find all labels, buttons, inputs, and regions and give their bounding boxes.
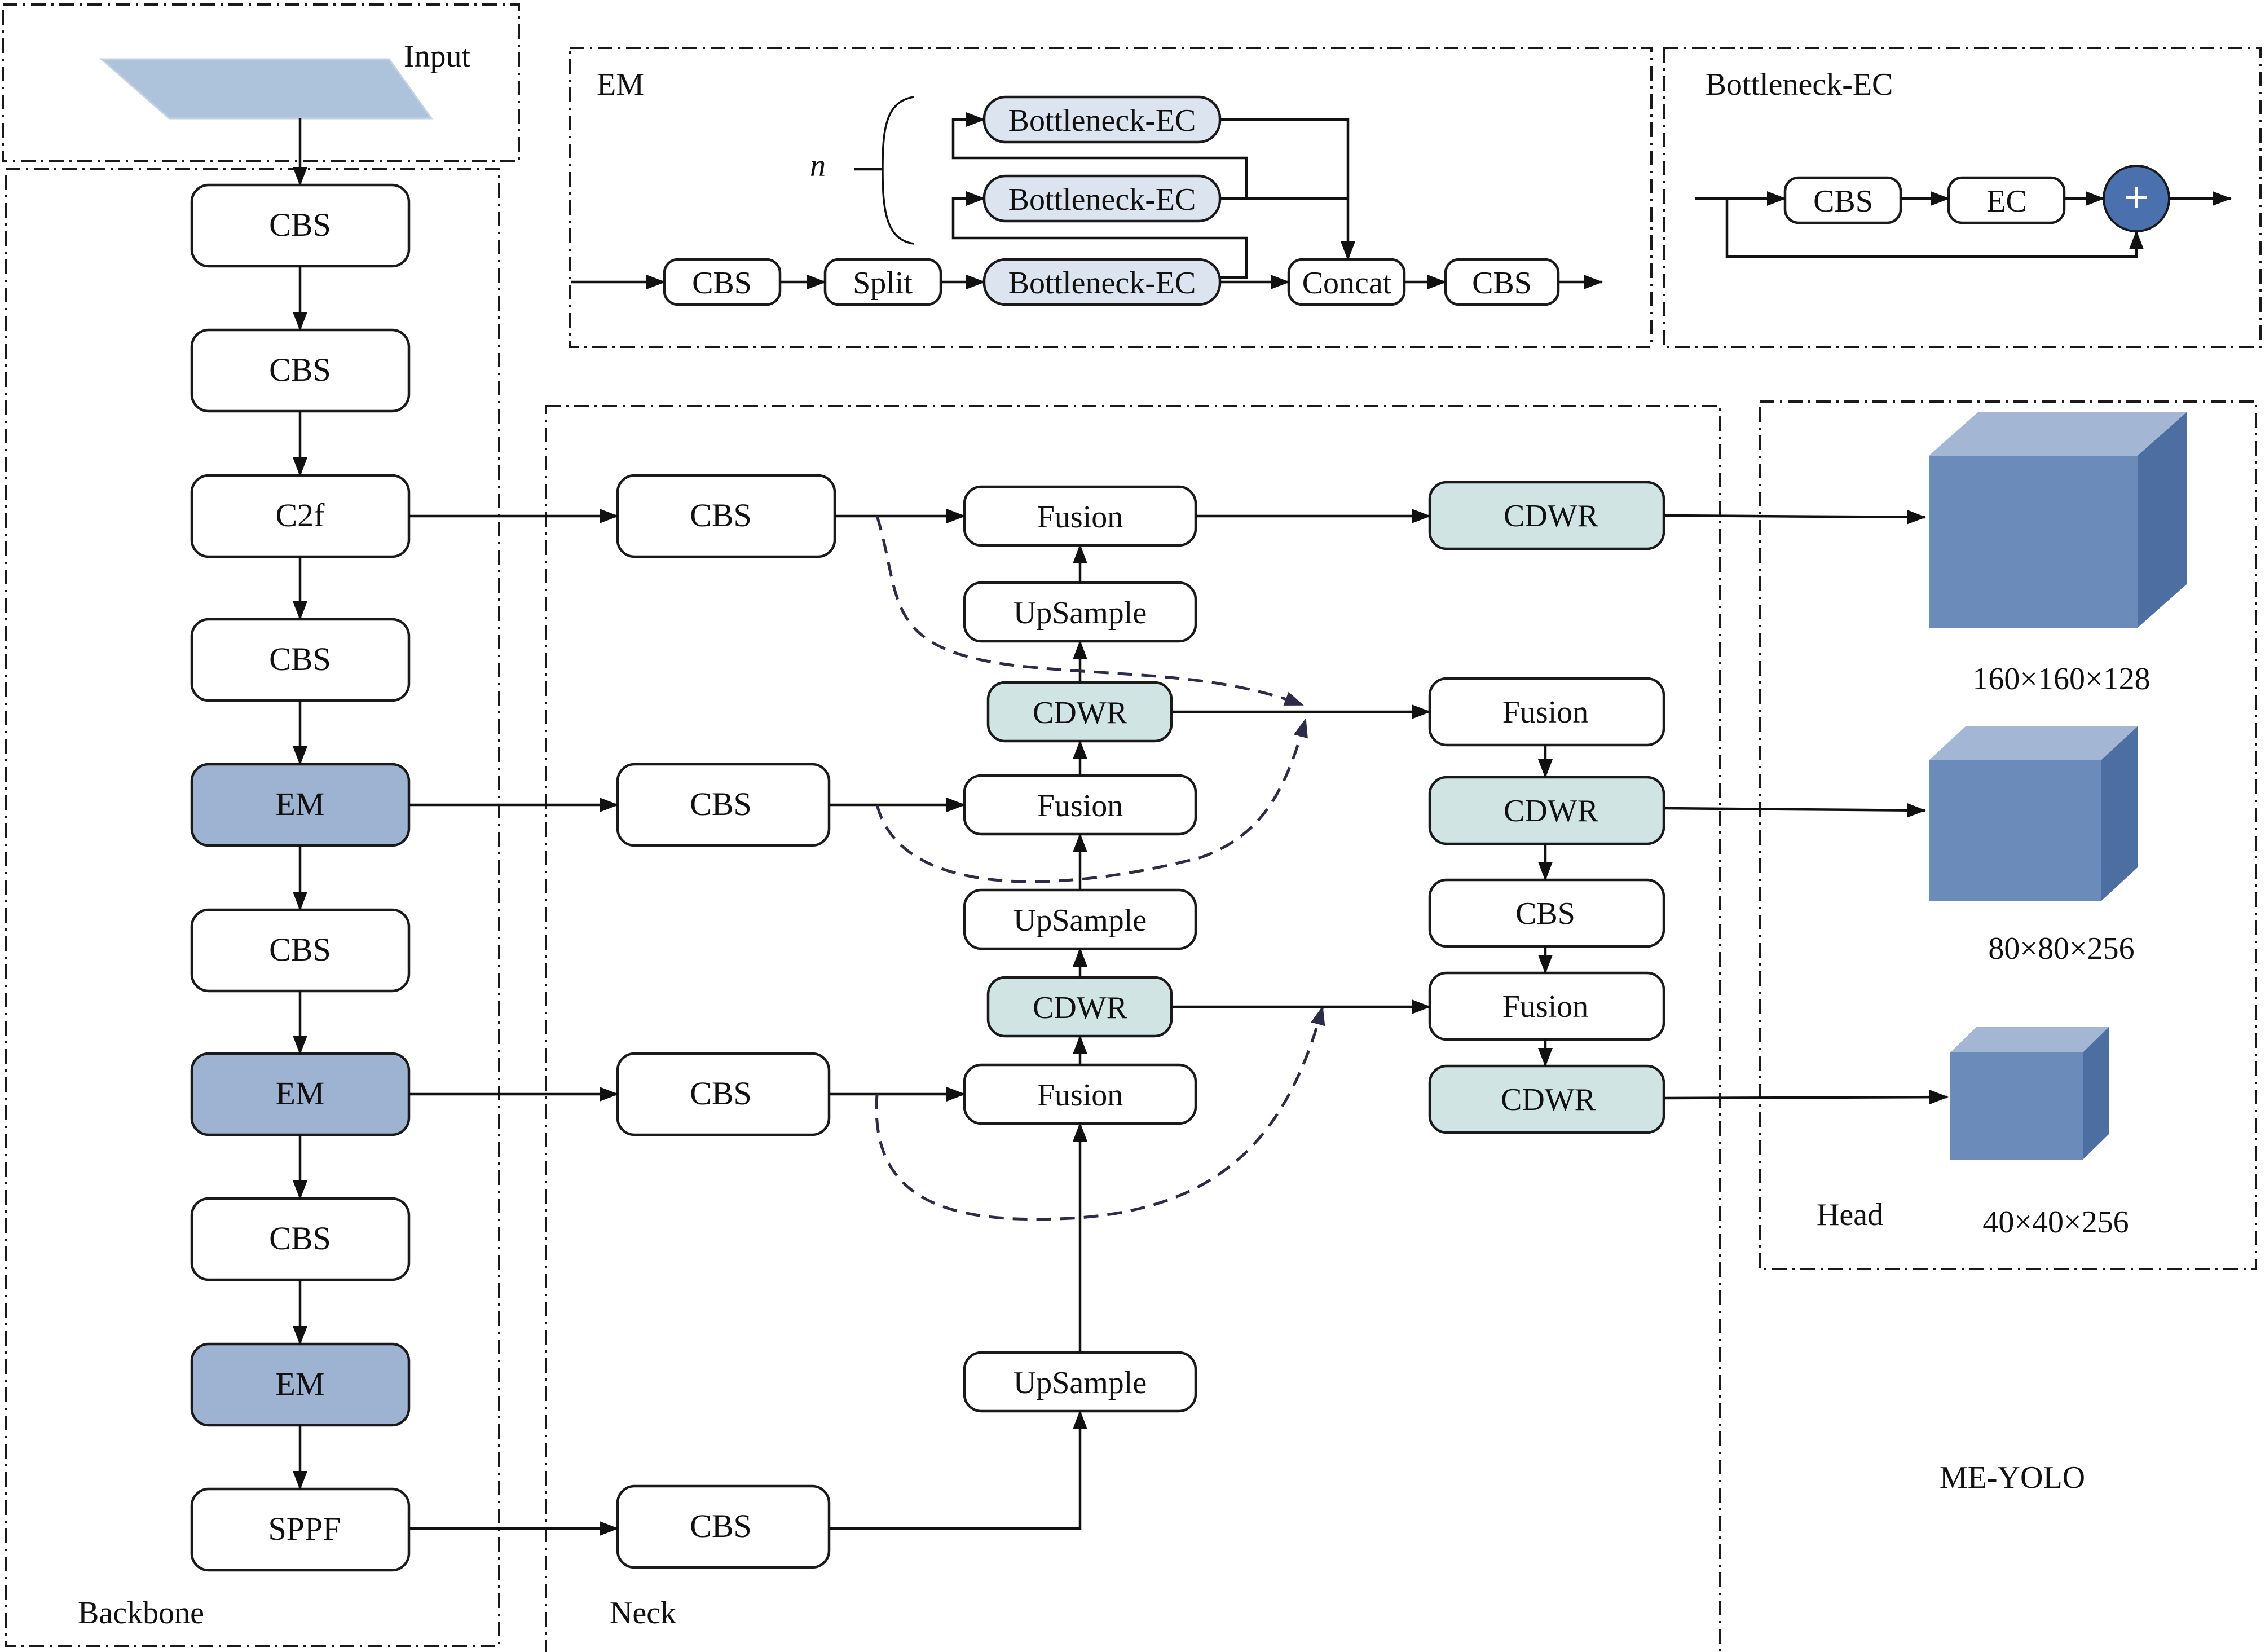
em-module-label: EM xyxy=(597,67,644,102)
diagram-title: ME-YOLO xyxy=(1940,1460,2085,1495)
head-output-size-label: 160×160×128 xyxy=(1972,662,2150,697)
skip-connection-dashed-arrow xyxy=(875,718,1308,883)
cube-side-face xyxy=(2083,1027,2109,1160)
bottleneck-module: CBS EC + xyxy=(1695,165,2232,258)
neck-out-cdwr-label: CDWR xyxy=(1504,499,1599,534)
em-bottleneck-label: Bottleneck-EC xyxy=(1008,182,1196,217)
backbone-frame xyxy=(5,168,500,1647)
em-bottleneck-label: Bottleneck-EC xyxy=(1008,266,1196,301)
backbone-block-label: C2f xyxy=(276,497,325,534)
neck-fusion-label: Fusion xyxy=(1037,788,1123,823)
em-module: n CBS Split Bottleneck-EC Bottleneck-EC … xyxy=(571,95,1603,306)
neck-frame xyxy=(545,405,1721,1652)
neck-to-head-arrow xyxy=(1663,509,1926,525)
head-frame xyxy=(1759,400,2257,1270)
cube-front-face xyxy=(1929,456,2138,628)
bottleneck-module-label: Bottleneck-EC xyxy=(1706,67,1893,102)
neck-out-cbs-label: CBS xyxy=(1515,896,1575,931)
backbone-block-label: CBS xyxy=(269,931,331,968)
neck-lateral-column: CBS CBS CBS CBS xyxy=(616,474,836,1569)
backbone-block-label: EM xyxy=(276,1365,325,1402)
em-n-brace xyxy=(882,96,914,245)
bottleneck-cbs-label: CBS xyxy=(1813,184,1873,219)
sppf-to-upsample-arrow xyxy=(829,1410,1087,1530)
neck-bottom-up-column: CDWR Fusion CDWR CBS Fusion CDWR xyxy=(1428,481,1665,1134)
neck-cdwr-label: CDWR xyxy=(1033,695,1128,730)
bottleneck-module-frame xyxy=(1663,47,2262,348)
bottleneck-ec-label: EC xyxy=(1986,184,2027,219)
neck-out-cdwr-label: CDWR xyxy=(1504,794,1599,829)
neck-label: Neck xyxy=(610,1596,676,1631)
cube-top-face xyxy=(1950,1027,2109,1052)
head-output-cube-large xyxy=(1929,412,2187,628)
skip-connection-dashed-arrow xyxy=(875,516,1304,707)
head-output-size-label: 80×80×256 xyxy=(1988,931,2134,966)
em-module-frame xyxy=(569,47,1653,348)
add-symbol: + xyxy=(2124,173,2149,222)
em-concat-arrow xyxy=(1220,118,1355,261)
em-cbs-in-label: CBS xyxy=(692,266,752,301)
neck-lateral-cbs-label: CBS xyxy=(690,497,752,534)
cube-top-face xyxy=(1929,412,2187,456)
input-frame xyxy=(2,3,520,162)
cube-side-face xyxy=(2138,412,2187,628)
head-label: Head xyxy=(1817,1197,1883,1232)
neck-lateral-cbs-label: CBS xyxy=(690,1508,752,1544)
neck-cdwr-label: CDWR xyxy=(1033,990,1128,1025)
em-bottleneck-label: Bottleneck-EC xyxy=(1008,103,1196,138)
backbone-label: Backbone xyxy=(78,1596,204,1631)
neck-out-cdwr-label: CDWR xyxy=(1501,1082,1596,1117)
neck-out-fusion-label: Fusion xyxy=(1502,695,1589,730)
backbone-block-label: EM xyxy=(276,1075,325,1112)
backbone-block-label: CBS xyxy=(269,206,331,243)
head-output-cube-medium xyxy=(1929,726,2138,901)
head-output-cube-small xyxy=(1950,1027,2109,1160)
em-n-label: n xyxy=(810,148,826,183)
neck-top-down-column: Fusion UpSample CDWR Fusion UpSample CDW… xyxy=(829,485,1197,1530)
neck-to-head-arrow xyxy=(1663,803,1926,818)
backbone-block-label: CBS xyxy=(269,641,331,677)
em-concat-label: Concat xyxy=(1302,266,1392,301)
backbone-block-label: SPPF xyxy=(268,1510,341,1547)
em-loop-arrow xyxy=(951,191,1248,279)
backbone-block-label: CBS xyxy=(269,351,331,388)
head-output-size-label: 40×40×256 xyxy=(1982,1205,2129,1240)
backbone-block-label: CBS xyxy=(269,1220,331,1257)
neck-fusion-label: Fusion xyxy=(1037,1078,1123,1113)
cube-top-face xyxy=(1929,726,2138,760)
em-cbs-out-label: CBS xyxy=(1472,266,1532,301)
input-label: Input xyxy=(404,39,471,74)
neck-lateral-cbs-label: CBS xyxy=(690,786,752,822)
input-image-icon xyxy=(99,58,433,120)
neck-lateral-cbs-label: CBS xyxy=(690,1075,752,1112)
backbone-column: CBS CBS C2f CBS EM CBS EM CBS EM SPPF xyxy=(190,183,411,1572)
cube-side-face xyxy=(2101,726,2138,901)
neck-out-fusion-label: Fusion xyxy=(1502,989,1589,1024)
cube-front-face xyxy=(1950,1052,2083,1160)
em-loop-arrow xyxy=(951,112,1248,200)
neck-upsample-label: UpSample xyxy=(1013,1365,1147,1400)
neck-upsample-label: UpSample xyxy=(1013,903,1147,938)
backbone-block-label: EM xyxy=(276,786,325,822)
cube-front-face xyxy=(1929,760,2101,901)
em-split-label: Split xyxy=(853,266,913,301)
neck-upsample-label: UpSample xyxy=(1013,596,1147,631)
neck-to-head-arrow xyxy=(1663,1090,1949,1105)
neck-fusion-label: Fusion xyxy=(1037,500,1123,535)
bottleneck-residual-arrow xyxy=(1725,199,2144,258)
